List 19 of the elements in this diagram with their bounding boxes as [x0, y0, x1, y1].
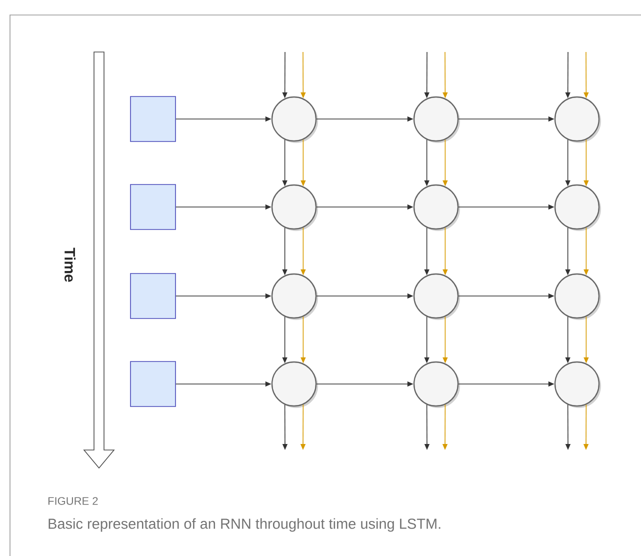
- cell-circle: [413, 361, 460, 408]
- cell-circle: [413, 273, 460, 320]
- caption: Basic representation of an RNN throughout time using LSTM.: [48, 518, 440, 532]
- figure-number: FIGURE 2: [48, 497, 98, 505]
- cell-circle: [413, 96, 460, 143]
- cell-circle: [271, 361, 318, 408]
- square-block: [130, 361, 176, 407]
- cell-circle: [271, 184, 318, 231]
- cell-circle: [554, 273, 601, 320]
- cell-circle: [554, 184, 601, 231]
- square-block: [130, 184, 176, 230]
- cell-circle: [554, 361, 601, 408]
- square-block: [130, 273, 176, 319]
- cell-circle: [554, 96, 601, 143]
- cell-circle: [271, 96, 318, 143]
- cell-circle: [271, 273, 318, 320]
- axis-label: Time: [64, 248, 76, 282]
- square-block: [130, 96, 176, 142]
- cell-circle: [413, 184, 460, 231]
